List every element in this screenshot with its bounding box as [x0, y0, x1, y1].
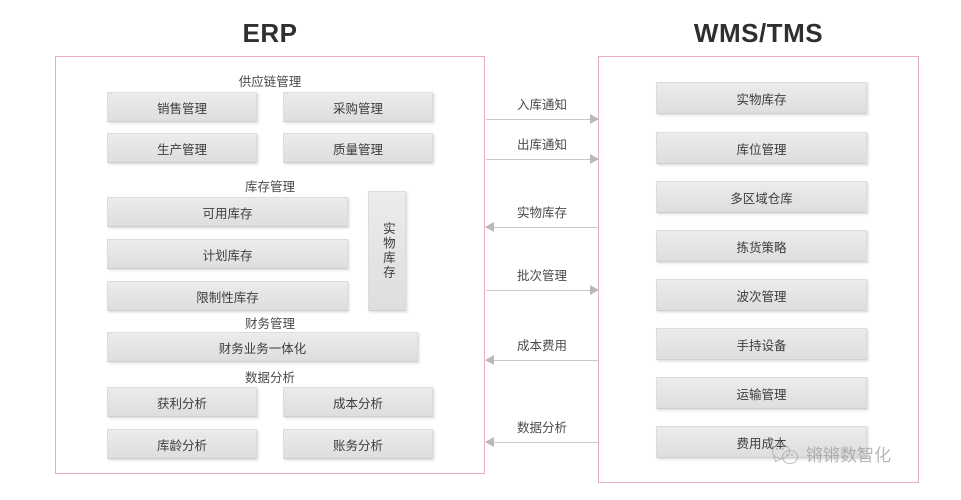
box-multi-zone-warehouse[interactable]: 多区域仓库	[656, 181, 867, 213]
connector-outbound-notice: 出库通知	[486, 138, 599, 167]
box-bin-location-management[interactable]: 库位管理	[656, 132, 867, 164]
wms-tms-panel: 实物库存 库位管理 多区域仓库 拣货策略 波次管理 手持设备 运输管理 费用成本	[598, 56, 919, 483]
box-handheld-device[interactable]: 手持设备	[656, 328, 867, 360]
connector-batch-management: 批次管理	[486, 269, 599, 298]
watermark: 锵锵数智化	[772, 441, 891, 466]
wechat-icon	[772, 443, 800, 465]
connector-cost-expense: 成本费用	[485, 339, 598, 368]
group-caption-data-analysis: 数据分析	[244, 371, 295, 385]
connector-inbound-notice: 入库通知	[486, 98, 599, 127]
box-cost-analysis[interactable]: 成本分析	[283, 387, 433, 417]
connector-line	[486, 442, 598, 443]
connector-line	[486, 159, 598, 160]
box-account-analysis[interactable]: 账务分析	[283, 429, 433, 459]
box-wave-management[interactable]: 波次管理	[656, 279, 867, 311]
arrow-head-right-icon	[590, 285, 599, 295]
connector-line	[486, 360, 598, 361]
box-physical-inventory-wms[interactable]: 实物库存	[656, 82, 867, 114]
wms-tms-panel-title: WMS/TMS	[693, 18, 824, 48]
connector-label-inbound-notice: 入库通知	[516, 98, 567, 112]
box-procurement-management[interactable]: 采购管理	[283, 92, 433, 122]
box-restricted-inventory[interactable]: 限制性库存	[107, 281, 348, 311]
connector-label-outbound-notice: 出库通知	[516, 138, 567, 152]
connector-line	[486, 227, 598, 228]
arrow-head-left-icon	[485, 355, 494, 365]
connector-data-analysis: 数据分析	[485, 421, 598, 450]
connector-line	[486, 119, 598, 120]
arrow-head-right-icon	[590, 114, 599, 124]
box-physical-inventory-erp[interactable]: 实物库存	[368, 191, 406, 311]
box-inventory-age-analysis[interactable]: 库龄分析	[107, 429, 257, 459]
connector-label-batch-management: 批次管理	[516, 269, 567, 283]
box-picking-strategy[interactable]: 拣货策略	[656, 230, 867, 262]
box-expense-cost[interactable]: 费用成本	[656, 426, 867, 458]
connector-label-physical-inventory: 实物库存	[516, 206, 567, 220]
connector-label-cost-expense: 成本费用	[516, 339, 567, 353]
box-available-inventory[interactable]: 可用库存	[107, 197, 348, 227]
connector-physical-inventory: 实物库存	[485, 206, 598, 235]
box-transportation-management[interactable]: 运输管理	[656, 377, 867, 409]
arrow-head-left-icon	[485, 437, 494, 447]
watermark-text: 锵锵数智化	[806, 446, 891, 465]
erp-panel: 供应链管理 销售管理 采购管理 生产管理 质量管理 库存管理 可用库存 计划库存…	[55, 56, 485, 474]
arrow-head-left-icon	[485, 222, 494, 232]
arrow-head-right-icon	[590, 154, 599, 164]
box-production-management[interactable]: 生产管理	[107, 133, 257, 163]
group-caption-supply-chain: 供应链管理	[238, 75, 302, 89]
connector-line	[486, 290, 598, 291]
box-profit-analysis[interactable]: 获利分析	[107, 387, 257, 417]
erp-panel-title: ERP	[242, 18, 298, 48]
box-planned-inventory[interactable]: 计划库存	[107, 239, 348, 269]
group-caption-inventory: 库存管理	[244, 180, 295, 194]
box-finance-business-integration[interactable]: 财务业务一体化	[107, 332, 418, 362]
group-caption-finance: 财务管理	[244, 317, 295, 331]
box-quality-management[interactable]: 质量管理	[283, 133, 433, 163]
connector-label-data-analysis: 数据分析	[516, 421, 567, 435]
box-sales-management[interactable]: 销售管理	[107, 92, 257, 122]
